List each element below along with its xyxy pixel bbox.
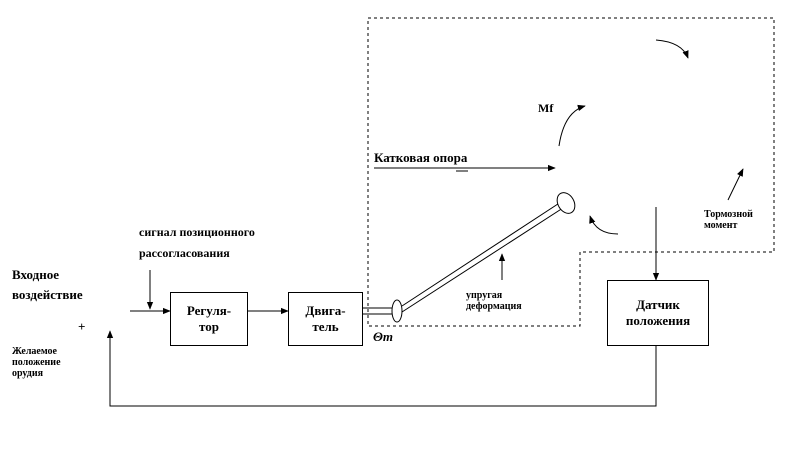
motor-block: Двига- тель bbox=[288, 292, 363, 346]
position-sensor-block: Датчик положения bbox=[607, 280, 709, 346]
error-signal-label-line1: сигнал позиционного bbox=[139, 225, 255, 239]
mf-moment-curved-arrow bbox=[558, 104, 586, 147]
elastic-shaft-line-2 bbox=[401, 205, 567, 313]
regulator-label: Регуля- тор bbox=[186, 303, 232, 334]
regulator-block: Регуля- тор bbox=[170, 292, 248, 346]
desired-position-label: Желаемое положение орудия bbox=[12, 346, 61, 379]
mf-label: Mf bbox=[538, 101, 554, 115]
motor-side-disc bbox=[391, 299, 403, 323]
top-rotation-curved-arrow bbox=[655, 39, 689, 59]
theta-m-label: Θm bbox=[373, 329, 394, 344]
summing-plus-sign: + bbox=[78, 319, 86, 334]
mechanical-subsystem-boundary bbox=[367, 17, 775, 327]
roller-support-label: Катковая опора bbox=[374, 150, 468, 165]
bottom-rotation-curved-arrow bbox=[589, 215, 619, 235]
error-signal-label-line2: рассогласования bbox=[139, 246, 230, 260]
braking-moment-arrow bbox=[727, 168, 744, 201]
sensor-label: Датчик положения bbox=[625, 297, 691, 328]
load-side-disc bbox=[556, 192, 576, 214]
elastic-deformation-label: упругая деформация bbox=[466, 290, 522, 312]
motor-label: Двига- тель bbox=[305, 303, 346, 334]
input-label-line1: Входное bbox=[12, 267, 59, 282]
input-label-line2: воздействие bbox=[12, 287, 83, 302]
feedback-loop-arrow bbox=[106, 330, 657, 407]
braking-moment-label: Тормозной момент bbox=[704, 209, 753, 231]
elastic-shaft-line-1 bbox=[401, 199, 565, 307]
